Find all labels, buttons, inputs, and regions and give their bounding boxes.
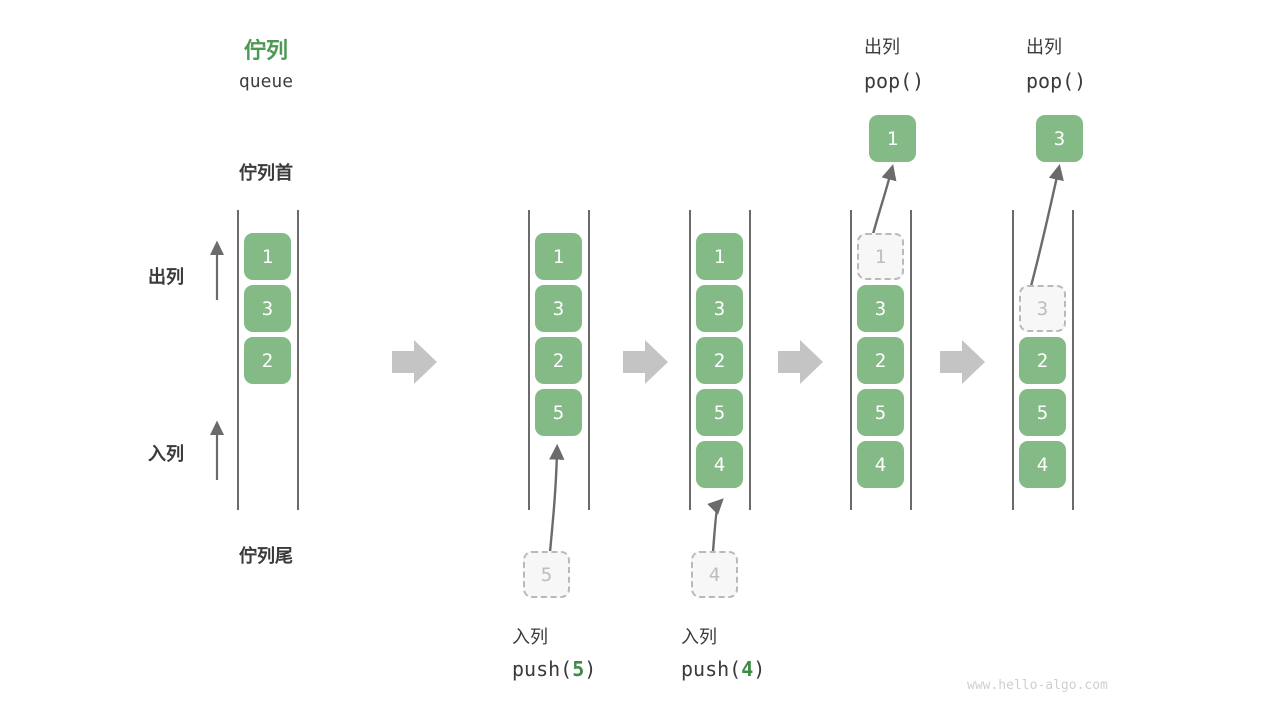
queue-cell: 2 bbox=[857, 337, 904, 384]
rail-left bbox=[1012, 210, 1014, 510]
pop-1-caption-cn: 出列 bbox=[864, 37, 900, 58]
pop-3-caption-cn: 出列 bbox=[1026, 37, 1062, 58]
queue-cell: 3 bbox=[696, 285, 743, 332]
queue-cell: 5 bbox=[1019, 389, 1066, 436]
step-arrow-1 bbox=[392, 340, 437, 384]
rail-right bbox=[749, 210, 751, 510]
rail-right bbox=[588, 210, 590, 510]
queue-cell: 3 bbox=[244, 285, 291, 332]
step-arrow-4 bbox=[940, 340, 985, 384]
queue-head-label: 佇列首 bbox=[239, 163, 293, 184]
pop-1-arrow bbox=[870, 164, 897, 239]
enqueue-side-label: 入列 bbox=[148, 444, 184, 465]
push-5-caption-code: push(5) bbox=[512, 657, 596, 681]
page-title-cn: 佇列 bbox=[243, 39, 288, 64]
push-5-code-pre: push( bbox=[512, 657, 573, 681]
pop-1-caption-code: pop() bbox=[864, 69, 925, 93]
queue-cell: 2 bbox=[696, 337, 743, 384]
rail-right bbox=[297, 210, 299, 510]
queue-cell-removed: 1 bbox=[857, 233, 904, 280]
push-5-code-post: ) bbox=[584, 657, 597, 681]
rail-right bbox=[1072, 210, 1074, 510]
queue-cell-new: 4 bbox=[696, 441, 743, 488]
queue-cell-new: 5 bbox=[535, 389, 582, 436]
incoming-element-ghost: 4 bbox=[691, 551, 738, 598]
pop-3-arrow bbox=[1028, 164, 1064, 291]
queue-cell: 1 bbox=[244, 233, 291, 280]
queue-cell: 2 bbox=[1019, 337, 1066, 384]
queue-cell: 5 bbox=[696, 389, 743, 436]
step-arrow-2 bbox=[623, 340, 668, 384]
push-5-caption-cn: 入列 bbox=[512, 627, 548, 648]
queue-cell: 3 bbox=[857, 285, 904, 332]
rail-left bbox=[528, 210, 530, 510]
push-4-arrow bbox=[707, 498, 724, 553]
queue-cell: 2 bbox=[244, 337, 291, 384]
push-4-code-pre: push( bbox=[681, 657, 742, 681]
queue-tail-label: 佇列尾 bbox=[239, 546, 293, 567]
dequeue-side-label: 出列 bbox=[148, 267, 184, 288]
queue-cell: 1 bbox=[535, 233, 582, 280]
rail-left bbox=[237, 210, 239, 510]
queue-cell: 3 bbox=[535, 285, 582, 332]
popped-element: 3 bbox=[1036, 115, 1083, 162]
push-4-code-arg: 4 bbox=[741, 657, 754, 681]
popped-element: 1 bbox=[869, 115, 916, 162]
push-4-caption-cn: 入列 bbox=[681, 627, 717, 648]
push-5-code-arg: 5 bbox=[572, 657, 585, 681]
incoming-element-ghost: 5 bbox=[523, 551, 570, 598]
push-5-arrow bbox=[548, 443, 565, 553]
push-4-caption-code: push(4) bbox=[681, 657, 765, 681]
queue-cell: 5 bbox=[857, 389, 904, 436]
push-4-code-post: ) bbox=[753, 657, 766, 681]
queue-cell: 4 bbox=[1019, 441, 1066, 488]
site-watermark: www.hello-algo.com bbox=[967, 678, 1108, 693]
queue-cell-removed: 3 bbox=[1019, 285, 1066, 332]
pop-3-caption-code: pop() bbox=[1026, 69, 1087, 93]
rail-right bbox=[910, 210, 912, 510]
queue-cell: 2 bbox=[535, 337, 582, 384]
rail-left bbox=[689, 210, 691, 510]
queue-cell: 1 bbox=[696, 233, 743, 280]
queue-cell: 4 bbox=[857, 441, 904, 488]
page-title-en: queue bbox=[238, 71, 294, 92]
rail-left bbox=[850, 210, 852, 510]
step-arrow-3 bbox=[778, 340, 823, 384]
